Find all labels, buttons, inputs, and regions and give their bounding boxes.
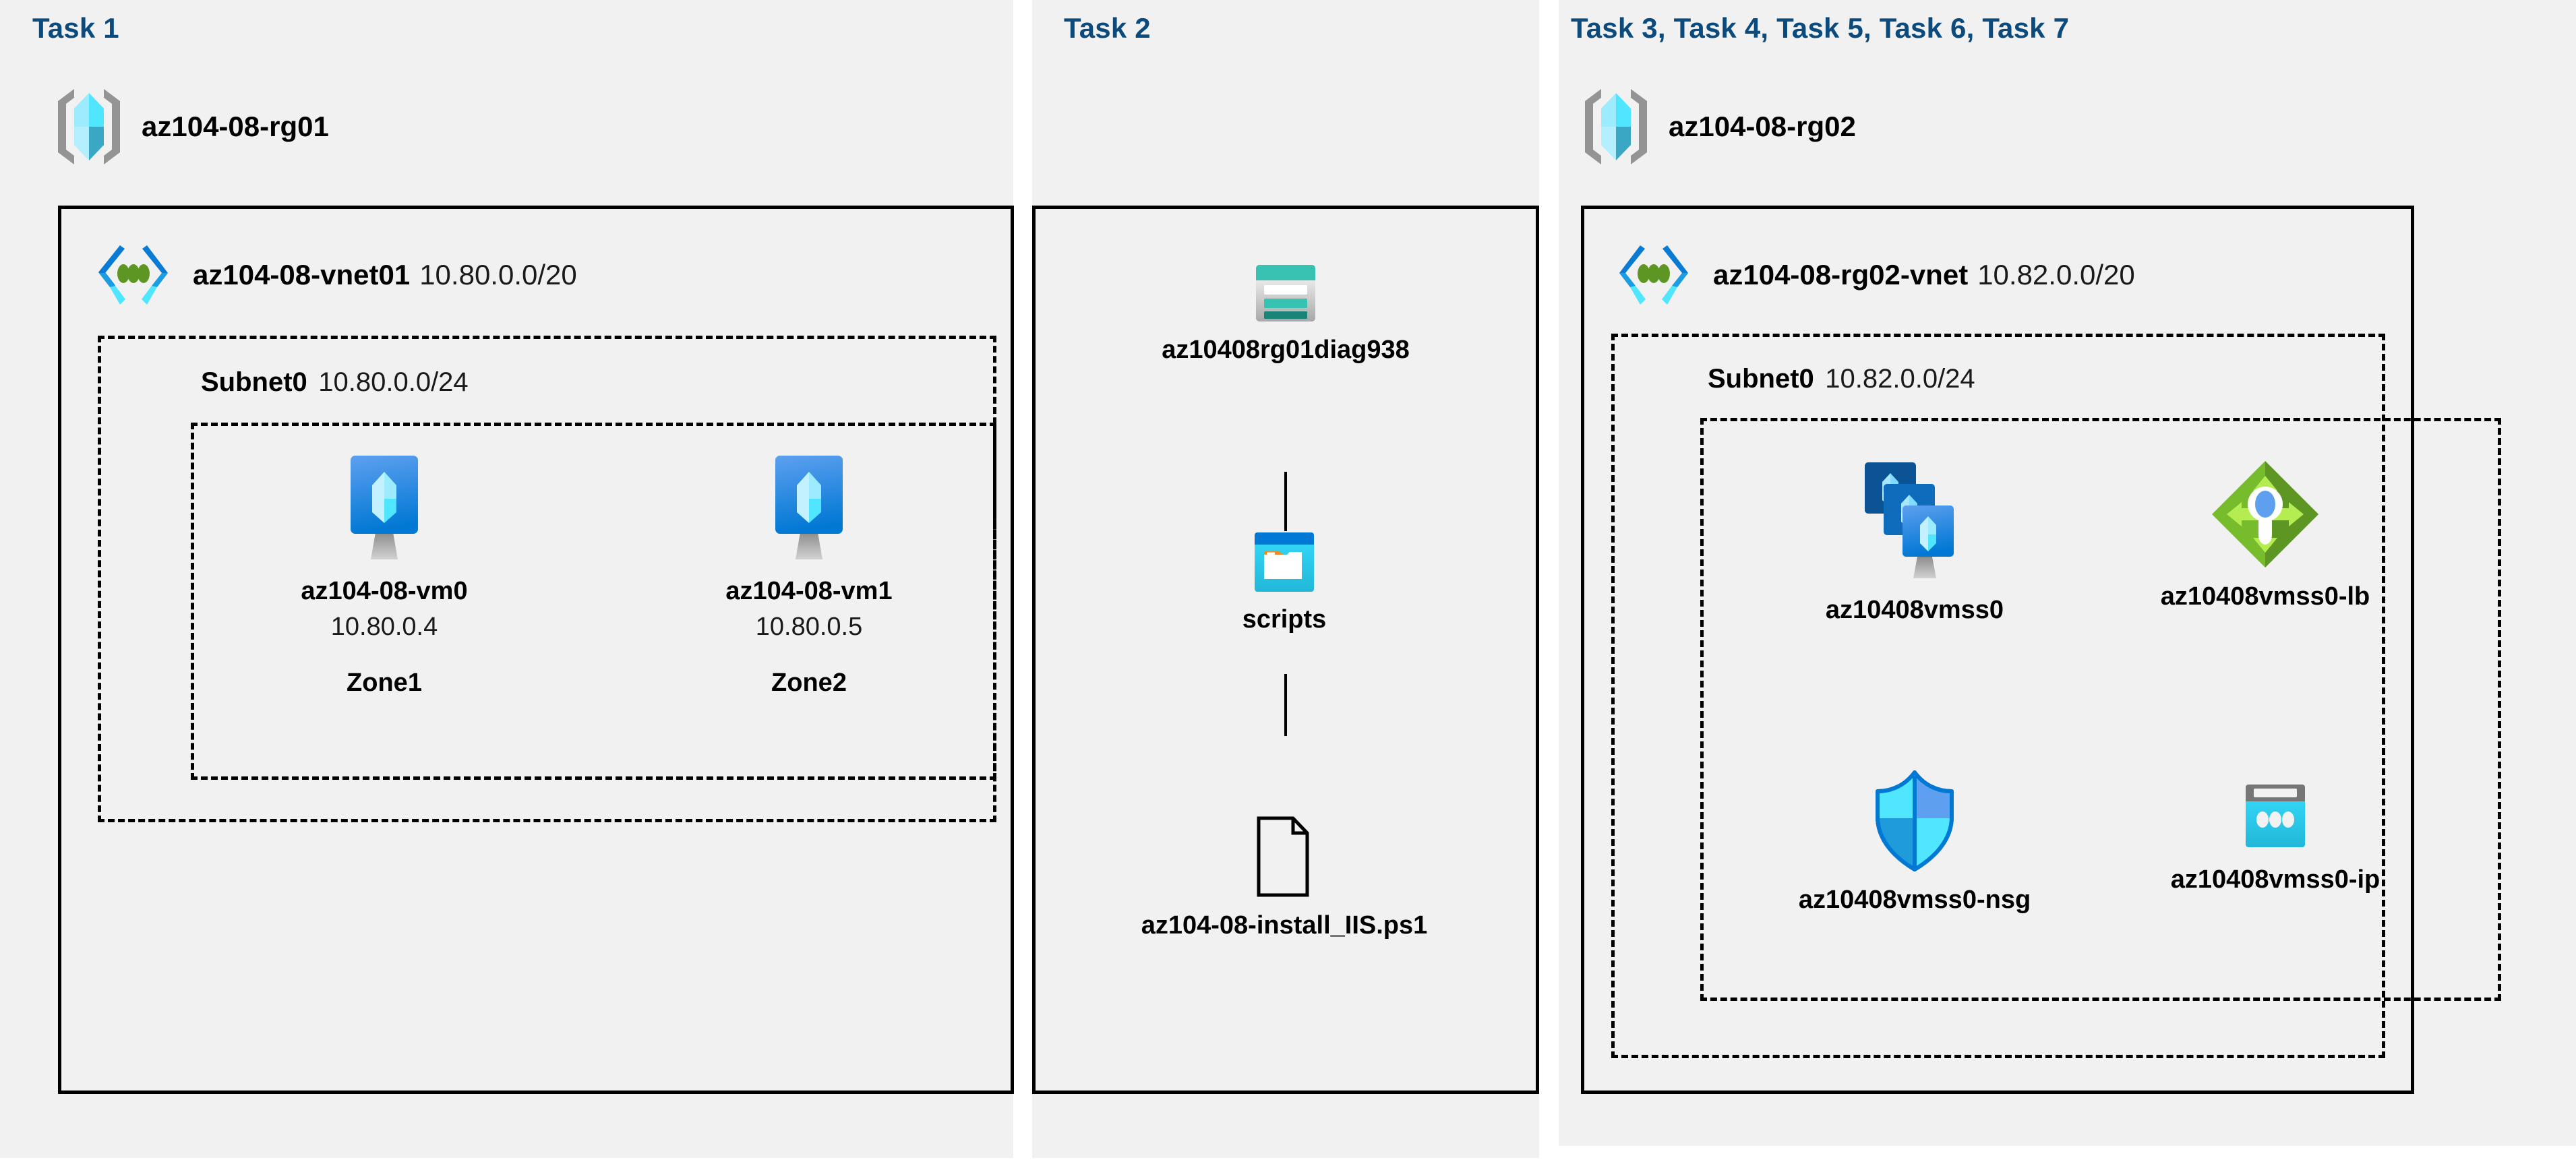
vm-node-1-ip: 10.80.0.5 bbox=[755, 613, 863, 641]
resource-group-rg02-name: az104-08-rg02 bbox=[1669, 111, 1856, 142]
connector-storage-to-container bbox=[1284, 472, 1287, 531]
storage-account-node: az10408rg01diag938 bbox=[1127, 263, 1444, 365]
public-ip-node: az10408vmss0-ip bbox=[2127, 782, 2424, 894]
blob-container-name: scripts bbox=[1242, 605, 1327, 634]
public-ip-address-icon bbox=[2242, 782, 2309, 853]
vnet02-name: az104-08-rg02-vnet bbox=[1713, 259, 1969, 290]
vnet02-box bbox=[1581, 206, 2414, 1094]
vm-node-1: az104-08-vm1 10.80.0.5 Zone2 bbox=[684, 453, 934, 698]
task2-label: Task 2 bbox=[1064, 12, 1151, 44]
nsg-node: az10408vmss0-nsg bbox=[1739, 768, 2090, 915]
vnet01-subnet0-cidr: 10.80.0.0/24 bbox=[318, 367, 469, 397]
vnet02-subnet0-name: Subnet0 bbox=[1708, 364, 1814, 394]
blob-container-node: scripts bbox=[1160, 531, 1409, 634]
vm-node-1-name: az104-08-vm1 bbox=[725, 577, 893, 605]
virtual-machine-icon bbox=[763, 453, 855, 565]
storage-account-icon bbox=[1253, 263, 1318, 324]
vnet02-resource-group-box bbox=[1700, 418, 2501, 1001]
task3to7-panel bbox=[1559, 0, 2576, 1146]
public-ip-node-name: az10408vmss0-ip bbox=[2170, 865, 2380, 894]
virtual-network-icon bbox=[1615, 243, 1693, 307]
load-balancer-node: az10408vmss0-lb bbox=[2103, 458, 2427, 611]
load-balancer-icon bbox=[2209, 458, 2321, 570]
vm-node-0-ip: 10.80.0.4 bbox=[330, 613, 438, 641]
vm-node-0-name: az104-08-vm0 bbox=[301, 577, 468, 605]
load-balancer-node-name: az10408vmss0-lb bbox=[2160, 582, 2370, 611]
vnet01-name: az104-08-vnet01 bbox=[193, 259, 411, 290]
file-document-icon bbox=[1255, 816, 1314, 899]
vnet01-vm-group-box bbox=[191, 423, 996, 780]
vmss-node-name: az10408vmss0 bbox=[1825, 596, 2004, 624]
vnet02-subnet0-header: Subnet0 10.82.0.0/24 bbox=[1708, 364, 1975, 394]
task1-label: Task 1 bbox=[32, 12, 119, 44]
blob-file-name: az104-08-install_IIS.ps1 bbox=[1141, 911, 1428, 940]
blob-file-node: az104-08-install_IIS.ps1 bbox=[1085, 816, 1483, 940]
vmss-node: az10408vmss0 bbox=[1766, 458, 2063, 625]
connector-container-to-blob bbox=[1284, 674, 1287, 736]
task3to7-label: Task 3, Task 4, Task 5, Task 6, Task 7 bbox=[1571, 12, 2070, 44]
resource-group-icon bbox=[54, 86, 124, 167]
vnet02-subnet0-cidr: 10.82.0.0/24 bbox=[1825, 364, 1975, 394]
vnet01-subnet0-header: Subnet0 10.80.0.0/24 bbox=[201, 367, 469, 398]
vnet01-box bbox=[58, 206, 1014, 1094]
nsg-node-name: az10408vmss0-nsg bbox=[1798, 886, 2031, 914]
resource-group-rg02: az104-08-rg02 bbox=[1581, 86, 1856, 167]
virtual-machine-icon bbox=[338, 453, 430, 565]
vnet01-subnet0-name: Subnet0 bbox=[201, 367, 307, 397]
vnet02-subnet0-box bbox=[1611, 334, 2385, 1058]
vnet01-header: az104-08-vnet01 10.80.0.0/20 bbox=[94, 243, 577, 307]
network-security-group-icon bbox=[1869, 768, 1960, 873]
vm-node-1-zone: Zone2 bbox=[771, 669, 847, 697]
virtual-network-icon bbox=[94, 243, 173, 307]
blob-container-icon bbox=[1253, 531, 1315, 593]
task1-panel bbox=[0, 0, 1013, 1158]
resource-group-icon bbox=[1581, 86, 1651, 167]
resource-group-rg01: az104-08-rg01 bbox=[54, 86, 329, 167]
vm-scale-set-icon bbox=[1861, 458, 1969, 584]
vm-node-0: az104-08-vm0 10.80.0.4 Zone1 bbox=[260, 453, 509, 698]
resource-group-rg01-name: az104-08-rg01 bbox=[142, 111, 329, 142]
vnet02-cidr: 10.82.0.0/20 bbox=[1977, 259, 2135, 290]
vnet01-cidr: 10.80.0.0/20 bbox=[419, 259, 577, 290]
task2-box bbox=[1032, 206, 1539, 1094]
vnet02-header: az104-08-rg02-vnet 10.82.0.0/20 bbox=[1615, 243, 2135, 307]
vm-node-0-zone: Zone1 bbox=[347, 669, 422, 697]
storage-account-name: az10408rg01diag938 bbox=[1162, 336, 1410, 364]
